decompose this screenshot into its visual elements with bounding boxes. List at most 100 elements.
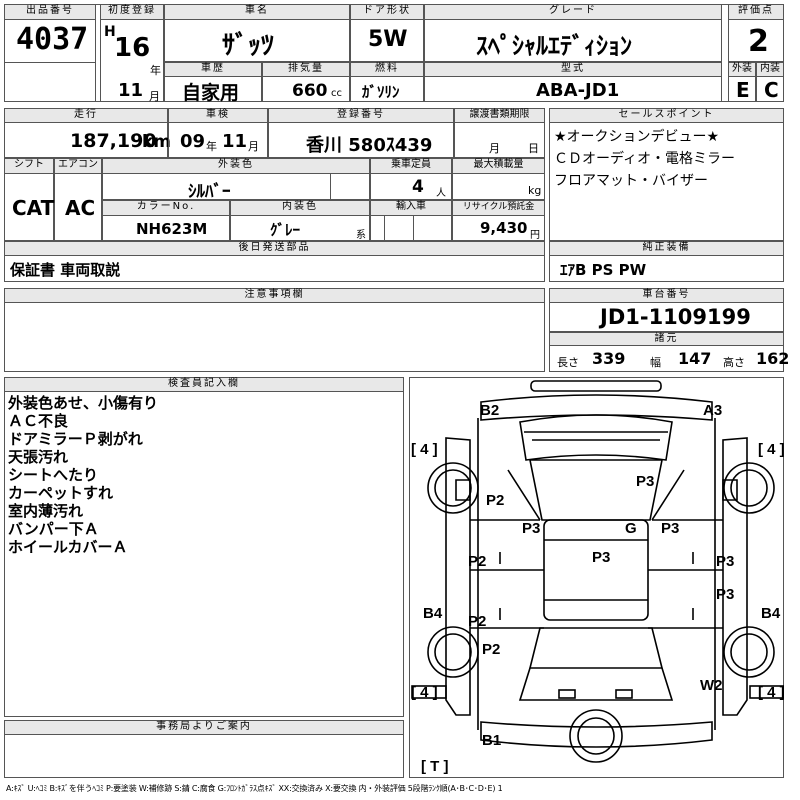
displacement: 660: [292, 81, 328, 101]
later-parts-cell: [4, 255, 545, 282]
recycle-fee-label: リサイクル預託金: [452, 200, 545, 216]
damage-mark: W2: [700, 677, 723, 694]
length: 339: [592, 349, 626, 368]
office-notice-label: 事務局よりご案内: [4, 720, 404, 735]
capacity-cell: [370, 173, 452, 200]
sales-points-label: セールスポイント: [549, 108, 784, 123]
later-parts-label: 後日発送部品: [4, 241, 545, 256]
grade-label: グレード: [424, 4, 722, 20]
car-name-cell: [164, 19, 350, 62]
import-sub-cell: [384, 215, 414, 241]
height-label: 高さ: [723, 356, 745, 369]
tire-depth: [ 4 ]: [758, 441, 784, 458]
car-damage-diagram: B2 A3 P3 P2 P3 G P3 P2 P3 P3 P3 B4 P2 B4…: [411, 380, 784, 775]
tire-depth: [ 4 ]: [411, 684, 438, 701]
caution-box: [4, 302, 545, 372]
damage-mark: P3: [716, 586, 734, 603]
int-grade-cell: [756, 76, 784, 102]
fuel-label: 燃料: [350, 62, 424, 77]
sales-points-box: [549, 122, 784, 241]
recycle-fee-unit: 円: [530, 230, 540, 241]
chassis-cell: [549, 302, 784, 332]
damage-mark: P3: [636, 473, 654, 490]
displacement-cell: [262, 76, 350, 102]
recycle-fee-cell: [452, 215, 545, 241]
import-label: 輸入車: [370, 200, 452, 216]
tire-depth: [ 4 ]: [411, 441, 438, 458]
first-reg-cell: [100, 19, 164, 102]
era: H: [104, 24, 116, 40]
door-cell: [350, 19, 424, 62]
transfer-deadline-cell: [454, 122, 545, 158]
sales-points-list: ★オークションデビュー★ ＣＤオーディオ・電格ミラー フロアマット・バイザー: [554, 126, 782, 192]
history-label: 車歴: [164, 62, 262, 77]
ext-grade-label: 外装: [728, 62, 756, 77]
capacity-unit: 人: [436, 188, 446, 199]
damage-mark: B4: [761, 605, 781, 622]
door-type: 5W: [368, 27, 408, 52]
damage-mark: P3: [716, 553, 734, 570]
caution-label: 注意事項欄: [4, 288, 545, 303]
score: 2: [748, 24, 769, 59]
inspection-cell: [168, 122, 268, 158]
sales-point-line: ＣＤオーディオ・電格ミラー: [554, 151, 736, 167]
ac: AC: [65, 196, 96, 220]
damage-mark: P3: [661, 520, 679, 537]
tire-depth: [ 4 ]: [758, 684, 784, 701]
interior-color-cell: [230, 215, 370, 241]
damage-diagram-frame: [409, 377, 784, 778]
history-cell: [164, 76, 262, 102]
recycle-fee: 9,430: [480, 219, 528, 237]
transfer-day-unit: 日: [528, 142, 539, 155]
int-grade-label: 内装: [756, 62, 784, 77]
inspector-notes: 外装色あせ、小傷有り ＡＣ不良 ドアミラーＰ剥がれ 天張汚れ シートへたり カー…: [8, 394, 400, 556]
door-label: ドア形状: [350, 4, 424, 20]
inspector-note: バンパー下Ａ: [8, 520, 99, 538]
later-parts: 保証書 車両取説: [10, 261, 121, 279]
car-name-label: 車名: [164, 4, 350, 20]
score-cell: [728, 19, 784, 62]
damage-mark: G: [625, 520, 637, 537]
registration-number: 香川 580ｽ439: [306, 135, 433, 156]
color-no-cell: [102, 215, 230, 241]
inspection-year: 09: [180, 131, 206, 152]
damage-mark: P2: [468, 613, 486, 630]
lot-number: 4037: [16, 22, 89, 57]
inspection-month-unit: 月: [248, 140, 259, 153]
width: 147: [678, 349, 712, 368]
model-cell: [424, 76, 722, 102]
max-load-unit: kg: [528, 184, 542, 197]
fuel: ｶﾞｿﾘﾝ: [362, 83, 400, 101]
fuel-cell: [350, 76, 424, 102]
sales-point-line: フロアマット・バイザー: [554, 173, 708, 189]
registration-label: 登録番号: [268, 108, 454, 123]
damage-mark: P3: [592, 549, 610, 566]
tire-depth: [ T ]: [421, 758, 449, 775]
int-grade: C: [764, 78, 779, 102]
inspector-note: ＡＣ不良: [8, 412, 69, 430]
damage-mark: P2: [468, 553, 486, 570]
genuine-equipment-label: 純正装備: [549, 241, 784, 256]
lot-label: 出品番号: [4, 4, 96, 20]
interior-color-label: 内装色: [230, 200, 370, 216]
capacity: 4: [412, 177, 424, 197]
color-no: NH623M: [136, 220, 208, 238]
grade: ｽﾍﾟｼｬﾙｴﾃﾞｨｼｮﾝ: [476, 32, 632, 60]
first-reg-year: 16: [114, 33, 151, 63]
month-unit: 月: [149, 90, 160, 103]
width-label: 幅: [650, 356, 661, 369]
genuine-equipment-cell: [549, 255, 784, 282]
damage-mark: P2: [482, 641, 500, 658]
inspector-note: シートへたり: [8, 466, 99, 484]
inspector-label: 検査員記入欄: [4, 377, 404, 392]
mileage-label: 走行: [4, 108, 168, 123]
first-reg-month: 11: [118, 80, 144, 101]
year-unit: 年: [150, 64, 161, 77]
mileage: 187,190: [70, 130, 157, 152]
damage-mark: B1: [482, 732, 501, 749]
capacity-label: 乗車定員: [370, 158, 452, 174]
model-code: ABA-JD1: [536, 80, 620, 101]
specs-label: 諸元: [549, 332, 784, 346]
interior-color: ｸﾞﾚｰ: [270, 221, 301, 239]
office-notice-box: [4, 734, 404, 778]
